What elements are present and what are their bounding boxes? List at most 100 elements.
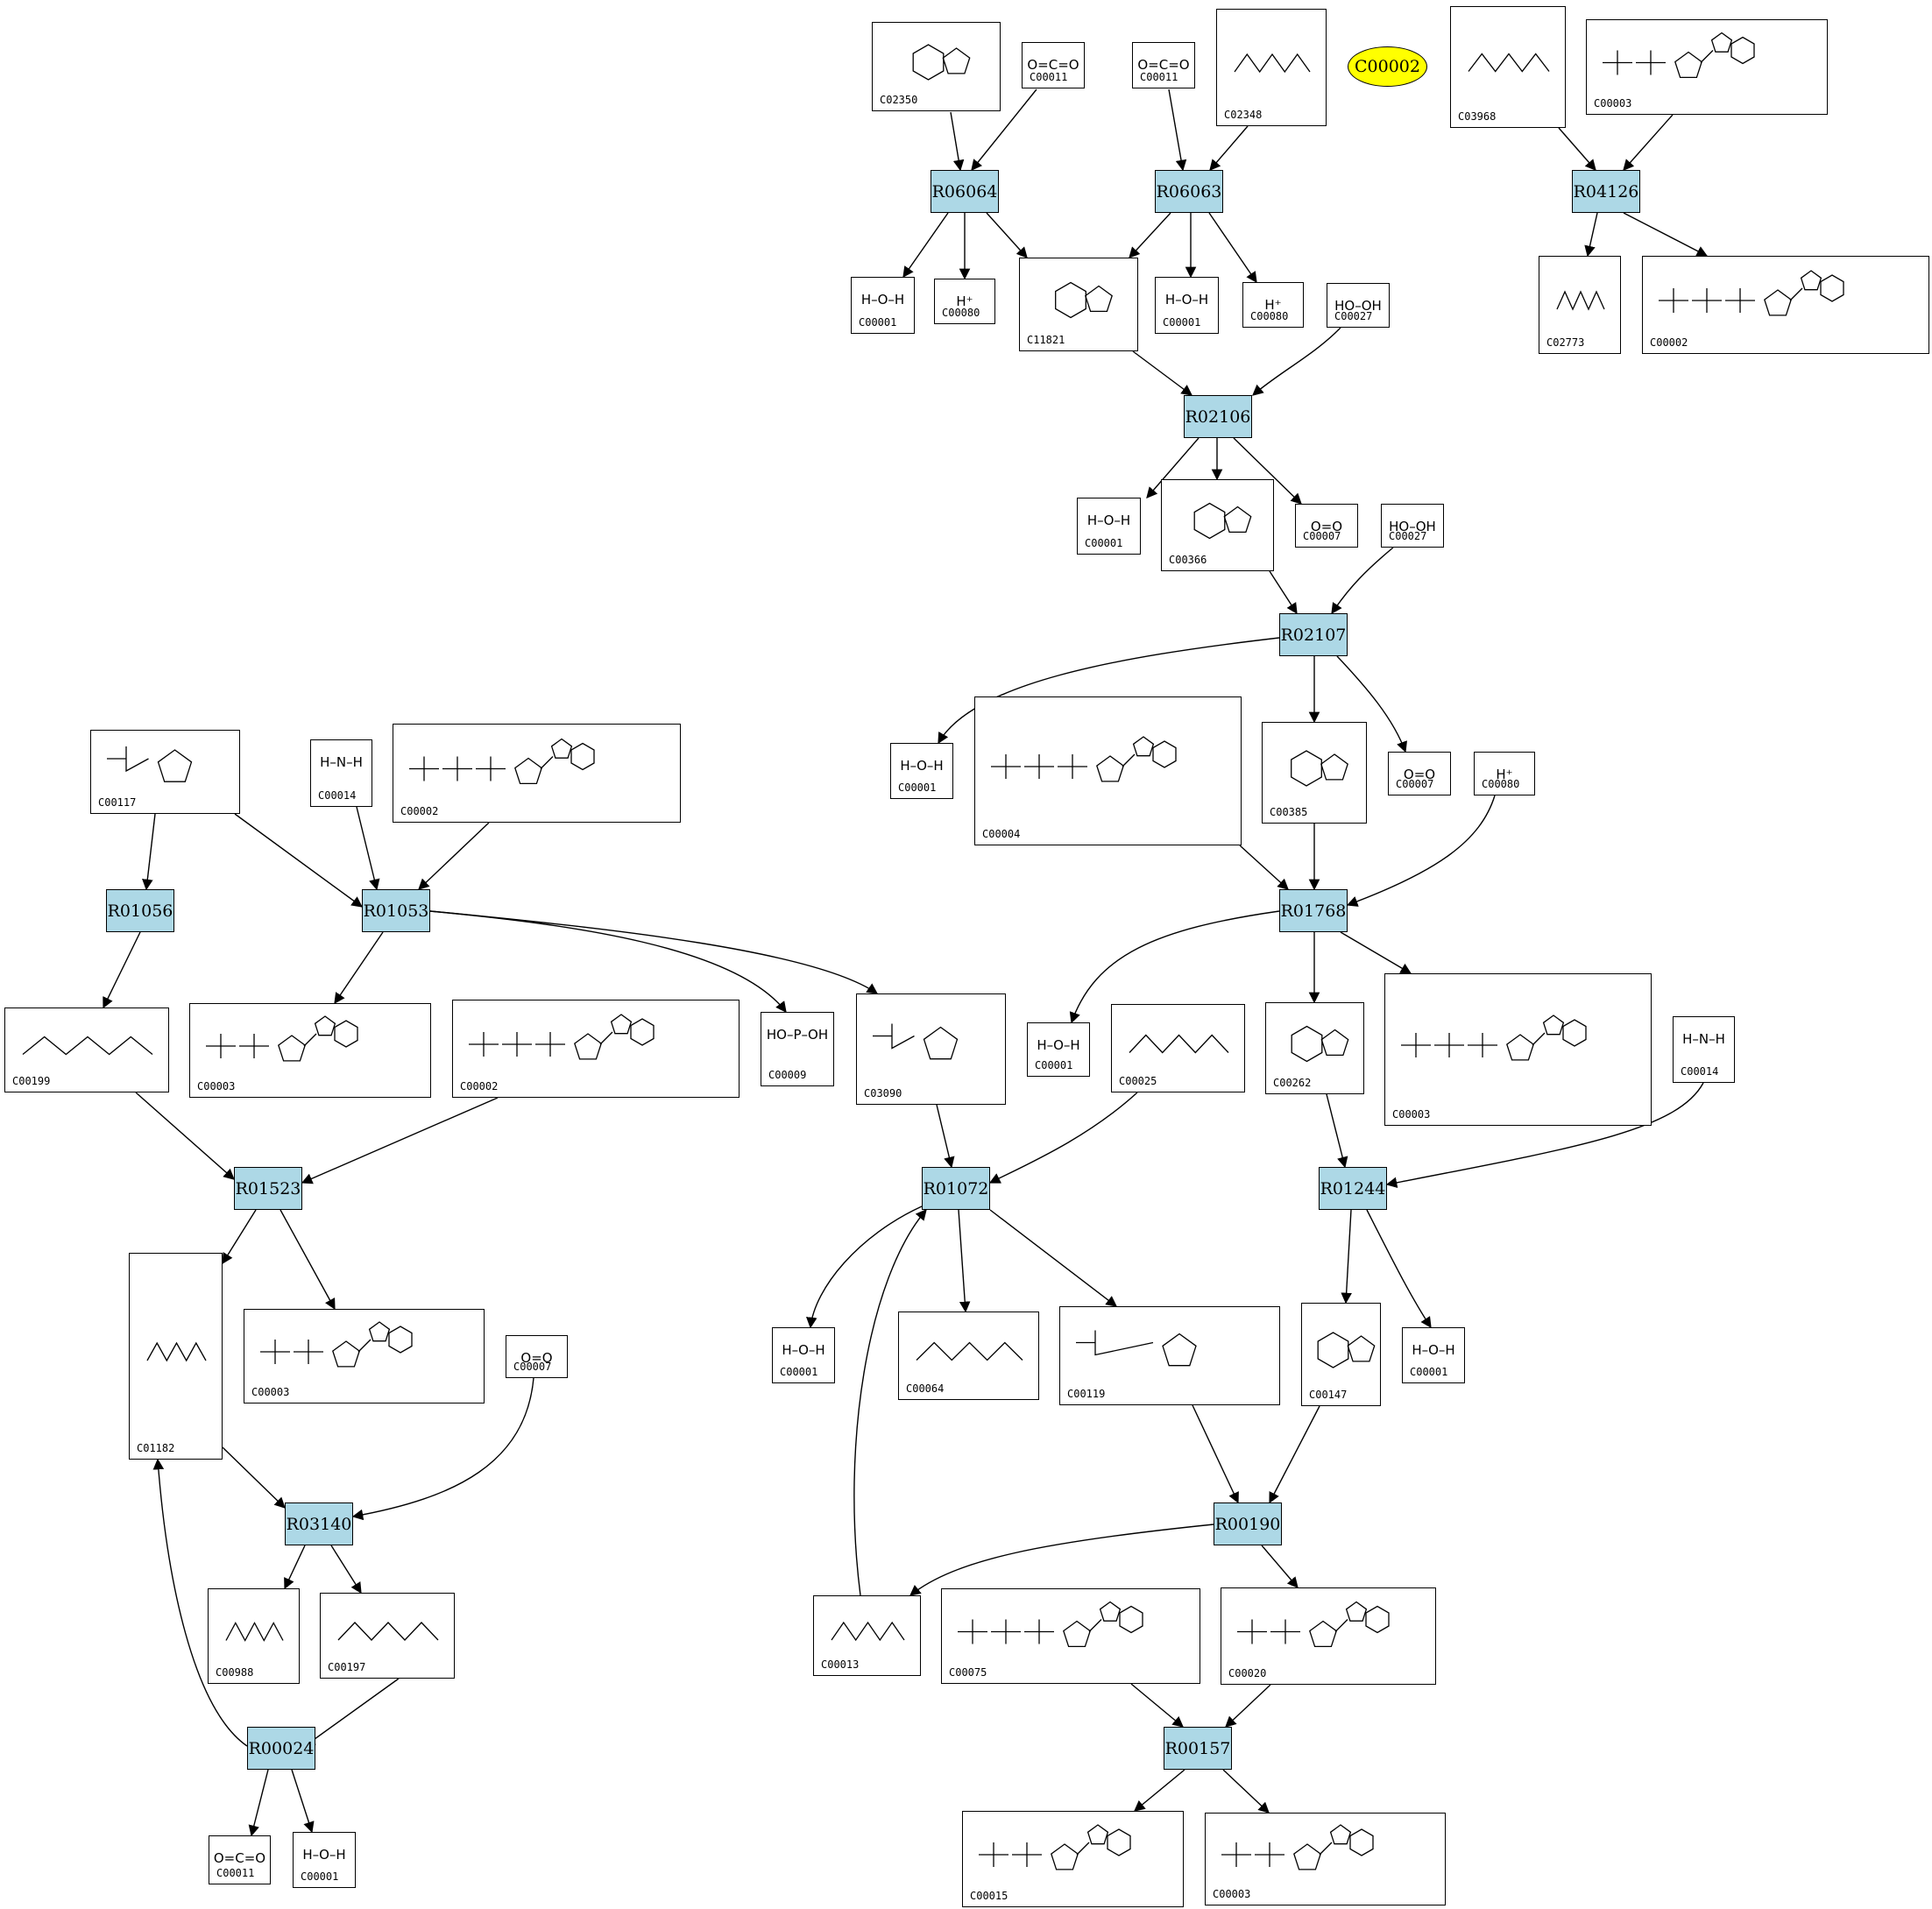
compound-c00020[interactable]: C00020 — [1221, 1587, 1436, 1685]
compound-c00002[interactable]: C00002 — [452, 1000, 740, 1098]
compound-c00366[interactable]: C00366 — [1161, 479, 1274, 571]
compound-c00117[interactable]: C00117 — [90, 730, 240, 814]
pathway-edge — [1168, 88, 1187, 172]
compound-formula: H–O–H — [860, 292, 905, 308]
compound-c00003[interactable]: C00003 — [1205, 1813, 1446, 1905]
compound-c00003[interactable]: C00003 — [1586, 19, 1828, 115]
structure-sketch — [146, 1341, 207, 1362]
compound-c11821[interactable]: C11821 — [1019, 258, 1138, 351]
compound-id-label: C01182 — [137, 1442, 175, 1454]
reaction-r00190[interactable]: R00190 — [1214, 1502, 1282, 1545]
compound-c01182[interactable]: C01182 — [129, 1253, 223, 1460]
compound-c03090[interactable]: C03090 — [856, 993, 1006, 1105]
compound-c02348[interactable]: C02348 — [1216, 9, 1327, 126]
pathway-edge — [135, 1092, 235, 1180]
compound-formula: O=O — [520, 1350, 553, 1366]
pathway-edge — [853, 1209, 927, 1596]
pathway-edge — [902, 212, 949, 279]
reaction-r02106[interactable]: R02106 — [1184, 395, 1252, 438]
compound-c00002[interactable]: C00002 — [393, 724, 681, 823]
compound-c00025[interactable]: C00025 — [1111, 1004, 1245, 1092]
pathway-edge — [1326, 1093, 1348, 1169]
compound-id-label: C00007 — [1303, 530, 1341, 542]
compound-id-label: C02350 — [880, 94, 918, 106]
reaction-r01768[interactable]: R01768 — [1279, 889, 1348, 932]
reaction-r00157[interactable]: R00157 — [1164, 1727, 1232, 1770]
compound-c00262[interactable]: C00262 — [1265, 1002, 1364, 1094]
compound-c00075[interactable]: C00075 — [941, 1588, 1200, 1684]
reaction-r01244[interactable]: R01244 — [1319, 1167, 1387, 1210]
compound-c00002[interactable]: C00002 — [1642, 256, 1929, 354]
reaction-r03140[interactable]: R03140 — [285, 1502, 353, 1545]
reaction-r01053[interactable]: R01053 — [362, 889, 430, 932]
compound-id-label: C00009 — [768, 1069, 807, 1081]
compound-c00197[interactable]: C00197 — [320, 1593, 455, 1679]
compound-formula: O=C=O — [1137, 57, 1190, 73]
reaction-r06064[interactable]: R06064 — [931, 170, 999, 213]
pathway-edge — [1340, 931, 1412, 974]
pathway-edge — [1331, 547, 1394, 615]
compound-c00015[interactable]: C00015 — [962, 1811, 1184, 1907]
compound-c00199[interactable]: C00199 — [4, 1008, 169, 1092]
reaction-r01523[interactable]: R01523 — [234, 1167, 302, 1210]
compound-c00003[interactable]: C00003 — [1384, 973, 1652, 1126]
compound-c00080[interactable]: H⁺C00080 — [934, 279, 995, 324]
compound-c00064[interactable]: C00064 — [898, 1312, 1039, 1400]
reaction-r01072[interactable]: R01072 — [922, 1167, 990, 1210]
pathway-edge — [1346, 795, 1496, 907]
compound-id-label: C00014 — [318, 789, 357, 802]
structure-sketch — [337, 1622, 439, 1641]
compound-id-label: C03090 — [864, 1087, 902, 1099]
compound-c02350[interactable]: C02350 — [872, 22, 1001, 111]
compound-c00147[interactable]: C00147 — [1301, 1303, 1381, 1406]
highlight-compound[interactable]: C00002 — [1348, 46, 1427, 87]
compound-c03968[interactable]: C03968 — [1450, 6, 1566, 128]
structure-sketch — [1291, 750, 1348, 787]
compound-c00385[interactable]: C00385 — [1262, 722, 1367, 824]
structure-sketch — [1291, 1025, 1349, 1063]
pathway-edge — [152, 1458, 248, 1747]
compound-c00080[interactable]: H⁺C00080 — [1242, 282, 1304, 328]
structure-sketch — [107, 746, 193, 782]
reaction-r06063[interactable]: R06063 — [1155, 170, 1223, 213]
pathway-edge — [418, 822, 490, 890]
compound-c00013[interactable]: C00013 — [813, 1595, 921, 1676]
pathway-edge — [234, 813, 364, 908]
compound-c00119[interactable]: C00119 — [1059, 1306, 1280, 1405]
compound-c02773[interactable]: C02773 — [1539, 256, 1621, 354]
compound-formula: H⁺ — [956, 293, 973, 309]
compound-c00080[interactable]: H⁺C00080 — [1474, 752, 1535, 795]
compound-c00003[interactable]: C00003 — [189, 1003, 431, 1098]
compound-c00004[interactable]: C00004 — [974, 696, 1242, 845]
reaction-r02107[interactable]: R02107 — [1279, 613, 1348, 656]
compound-c00003[interactable]: C00003 — [244, 1309, 485, 1403]
compound-c00988[interactable]: C00988 — [208, 1588, 300, 1684]
compound-id-label: C00013 — [821, 1658, 860, 1671]
reaction-r04126[interactable]: R04126 — [1572, 170, 1640, 213]
reaction-r01056[interactable]: R01056 — [106, 889, 174, 932]
reaction-r00024[interactable]: R00024 — [247, 1727, 315, 1770]
structure-sketch — [1221, 1824, 1374, 1870]
structure-sketch — [831, 1621, 905, 1642]
pathway-edge — [1225, 1684, 1271, 1728]
compound-id-label: C00007 — [1396, 778, 1434, 790]
